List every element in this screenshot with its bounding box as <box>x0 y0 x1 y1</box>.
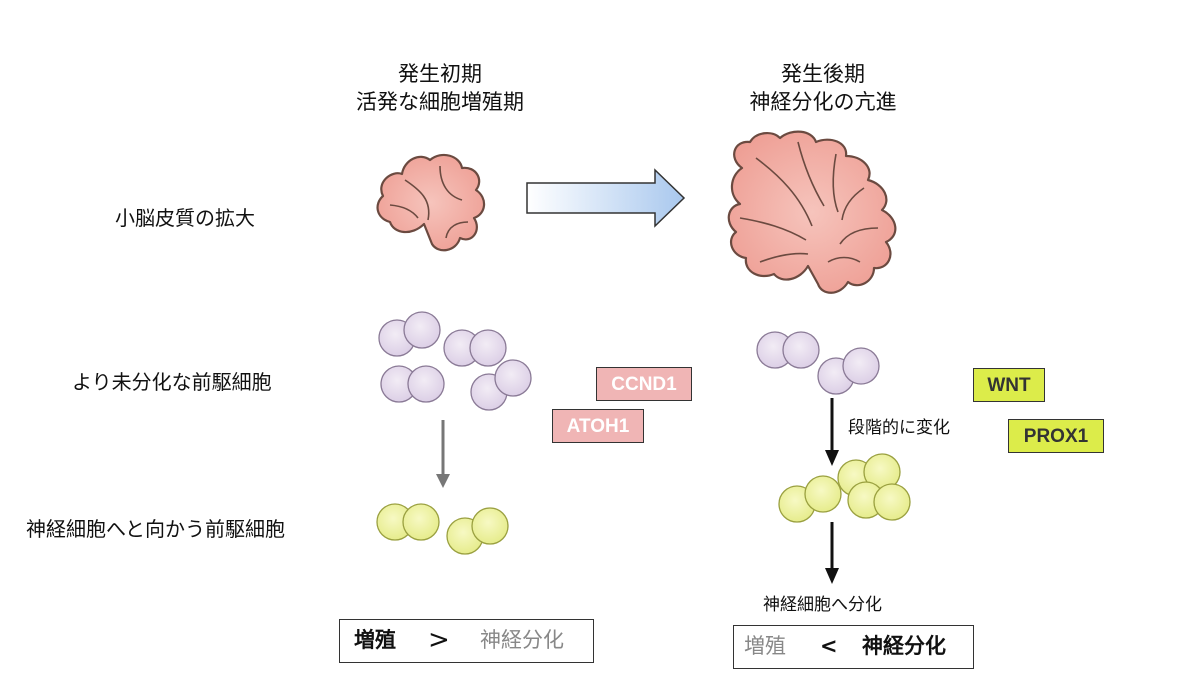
small-cerebellum-icon <box>376 153 486 252</box>
neural-progenitor-cells-early <box>376 503 509 555</box>
header-late: 発生後期 神経分化の亢進 <box>663 60 983 116</box>
header-late-line1: 発生後期 <box>781 62 865 86</box>
gene-box-atoh1: ATOH1 <box>552 409 644 443</box>
early-differentiation-arrow <box>436 420 450 488</box>
header-early-line2: 活発な細胞増殖期 <box>356 90 524 114</box>
comparison-late-operator: < <box>820 634 838 658</box>
gene-box-ccnd1: CCND1 <box>596 367 692 401</box>
header-early-line1: 発生初期 <box>398 62 482 86</box>
large-cerebellum-icon <box>727 130 897 294</box>
row-label-cerebellum: 小脳皮質の拡大 <box>115 206 255 230</box>
late-stepwise-arrow <box>825 398 839 466</box>
stepwise-change-label: 段階的に変化 <box>848 418 950 438</box>
header-late-line2: 神経分化の亢進 <box>749 90 897 114</box>
late-neuron-arrow <box>825 522 839 584</box>
neural-progenitor-cells-late <box>778 453 911 523</box>
to-neuron-label: 神経細胞へ分化 <box>763 595 882 615</box>
gene-box-prox1: PROX1 <box>1008 419 1104 453</box>
progenitor-cells-late <box>756 331 880 395</box>
comparison-early-proliferation: 増殖 <box>354 628 396 652</box>
development-arrow <box>526 168 686 228</box>
comparison-early-differentiation: 神経分化 <box>480 628 564 652</box>
comparison-early-operator: > <box>428 625 450 655</box>
comparison-box-early: 増殖 > 神経分化 <box>339 619 594 663</box>
comparison-late-proliferation: 増殖 <box>744 634 786 658</box>
gene-box-wnt: WNT <box>973 368 1045 402</box>
row-label-progenitor: より未分化な前駆細胞 <box>72 370 272 394</box>
progenitor-cells-early <box>378 311 532 411</box>
row-label-neural-progenitor: 神経細胞へと向かう前駆細胞 <box>26 517 285 541</box>
header-early: 発生初期 活発な細胞増殖期 <box>280 60 600 116</box>
comparison-box-late: 増殖 < 神経分化 <box>733 625 974 669</box>
comparison-late-differentiation: 神経分化 <box>862 634 946 658</box>
